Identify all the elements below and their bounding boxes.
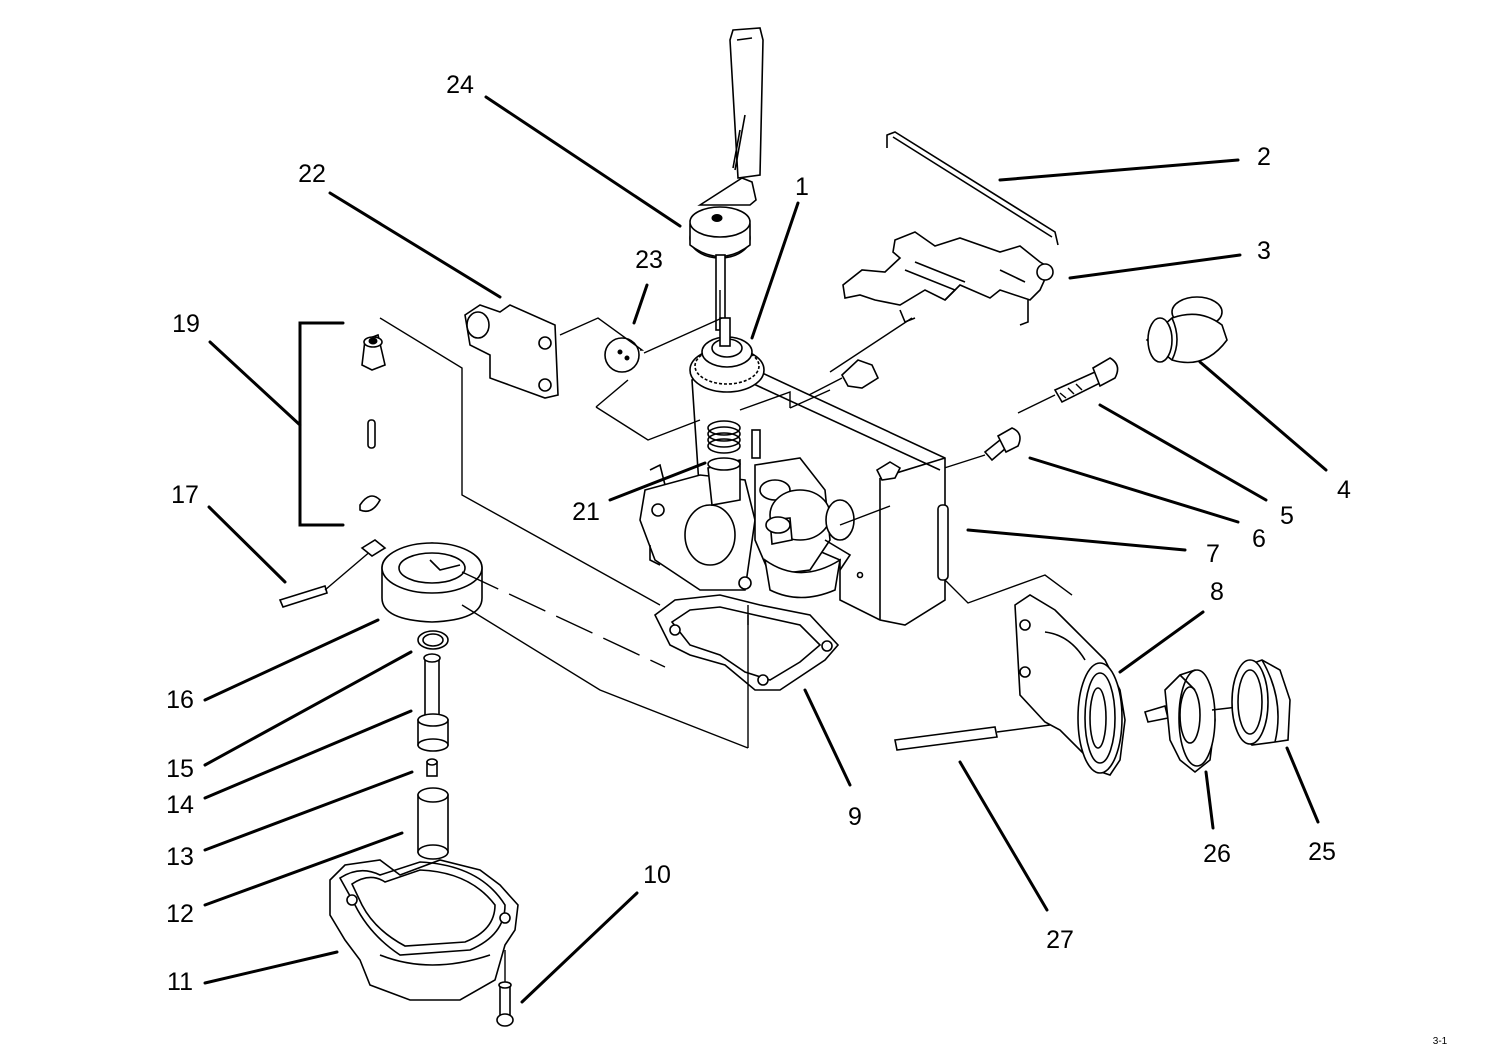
part-19-needle-valve-set: [359, 333, 386, 513]
callout-1: 1: [795, 173, 809, 201]
part-24-choke-lever: [689, 27, 764, 331]
callout-14: 14: [166, 791, 194, 819]
leader-4: [1198, 360, 1328, 472]
leader-6: [1028, 456, 1240, 524]
leader-1: [750, 201, 800, 340]
callout-16: 16: [166, 686, 194, 714]
leader-10: [520, 891, 639, 1004]
callout-17: 17: [171, 481, 199, 509]
leader-19: [208, 340, 302, 427]
leader-22: [328, 191, 502, 299]
leader-lines: [203, 95, 1328, 1004]
part-10-screw: [496, 950, 514, 1027]
callout-3: 3: [1257, 237, 1271, 265]
part-11-float-bowl: [329, 859, 519, 1001]
leader-7: [966, 528, 1187, 552]
part-13-small-jet: [426, 758, 438, 777]
part-22-bracket: [464, 304, 559, 399]
callout-2: 2: [1257, 143, 1271, 171]
figure-reference: 3-1: [1433, 1036, 1448, 1046]
leader-24: [484, 95, 682, 228]
leader-17: [207, 505, 287, 584]
callout-15: 15: [166, 755, 194, 783]
part-6-screw: [937, 427, 1021, 471]
part-1-carburetor-body: [639, 317, 949, 626]
part-19-bracket: [298, 321, 345, 527]
callout-26: 26: [1203, 840, 1231, 868]
leader-26: [1204, 770, 1215, 830]
callout-21: 21: [572, 498, 600, 526]
leader-8: [1118, 610, 1205, 674]
leader-25: [1285, 746, 1320, 824]
callout-10: 10: [643, 861, 671, 889]
part-15-o-ring: [417, 630, 449, 650]
leader-3: [1068, 253, 1242, 280]
part-17-pin: [278, 549, 373, 608]
callout-5: 5: [1280, 502, 1294, 530]
leader-13: [203, 770, 414, 852]
callout-13: 13: [166, 843, 194, 871]
callout-6: 6: [1252, 525, 1266, 553]
part-3-bracket: [829, 231, 1054, 373]
callout-11: 11: [167, 968, 193, 996]
callout-12: 12: [166, 900, 194, 928]
leader-11: [203, 950, 339, 985]
callout-19: 19: [172, 310, 200, 338]
part-27-pin: [894, 724, 1051, 751]
part-12-tube: [417, 787, 449, 860]
leader-12: [203, 831, 404, 907]
callout-7: 7: [1206, 540, 1220, 568]
part-4-cap: [1145, 296, 1228, 364]
leader-27: [958, 760, 1049, 912]
callout-24: 24: [446, 71, 474, 99]
callout-27: 27: [1046, 926, 1074, 954]
part-23-throttle-plate: [604, 337, 640, 373]
callout-9: 9: [848, 803, 862, 831]
part-16-float: [360, 539, 483, 623]
part-25-cap: [1231, 659, 1291, 746]
leader-9: [803, 688, 852, 787]
callout-4: 4: [1337, 476, 1351, 504]
leader-15: [203, 650, 413, 767]
leader-2: [998, 158, 1240, 182]
leader-21: [608, 461, 707, 502]
leader-23: [632, 283, 649, 325]
callout-8: 8: [1210, 578, 1224, 606]
callout-22: 22: [298, 160, 326, 188]
part-8-diaphragm-cover: [1014, 594, 1126, 776]
leader-16: [203, 618, 380, 702]
part-5-screw: [1017, 357, 1119, 414]
part-14-main-jet: [417, 653, 449, 752]
leader-14: [203, 709, 413, 800]
alignment-lines: [379, 317, 1073, 749]
callout-labels: 1 2 3 4 5 6 7 8 9 10 11 12 13 14 15 16 1…: [166, 71, 1351, 996]
leader-5: [1098, 403, 1268, 502]
callout-23: 23: [635, 246, 663, 274]
callout-25: 25: [1308, 838, 1336, 866]
part-2-link-rod: [886, 131, 1059, 246]
part-9-gasket: [653, 594, 840, 691]
